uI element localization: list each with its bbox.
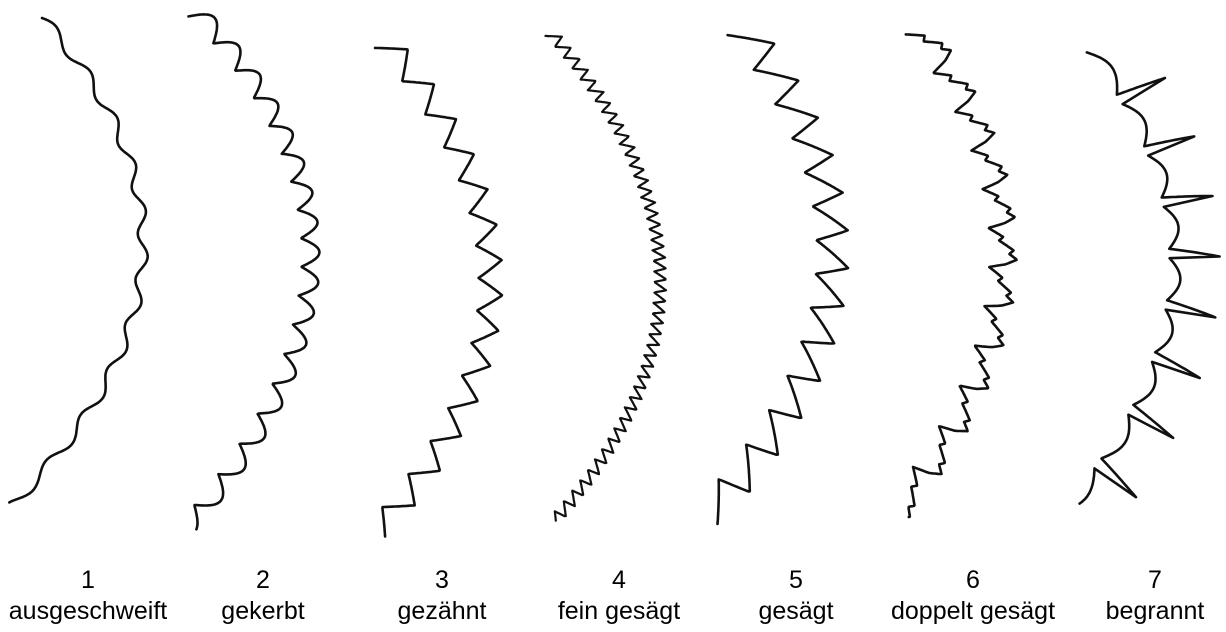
caption-label: gezähnt [397,597,487,625]
double-serrate-leaf-margin-icon [904,33,1018,519]
aristate-leaf-margin-icon [1078,51,1221,505]
caption-3: 3 gezähnt [352,565,532,627]
caption-5: 5 gesägt [706,565,886,627]
wavy-leaf-margin-icon [8,16,149,504]
caption-label: gesägt [758,597,834,625]
caption-label: ausgeschweift [8,597,168,625]
caption-6: 6 doppelt gesägt [883,565,1063,627]
caption-number: 1 [81,566,95,594]
caption-4: 4 fein gesägt [529,565,709,627]
caption-number: 6 [966,566,980,594]
caption-7: 7 begrannt [1065,565,1226,627]
caption-number: 2 [256,566,270,594]
dentate-leaf-margin-icon [373,46,504,538]
caption-number: 3 [435,566,449,594]
caption-label: begrannt [1105,597,1205,625]
caption-1: 1 ausgeschweift [0,565,178,627]
caption-number: 4 [612,566,626,594]
caption-2: 2 gekerbt [173,565,353,627]
caption-number: 5 [789,566,803,594]
crenate-leaf-margin-icon [187,13,321,531]
caption-label: doppelt gesägt [890,597,1056,625]
caption-number: 7 [1148,566,1162,594]
caption-label: gekerbt [221,597,305,625]
serrulate-leaf-margin-icon [544,34,668,522]
caption-label: fein gesägt [557,597,681,625]
serrate-leaf-margin-icon [716,33,850,526]
